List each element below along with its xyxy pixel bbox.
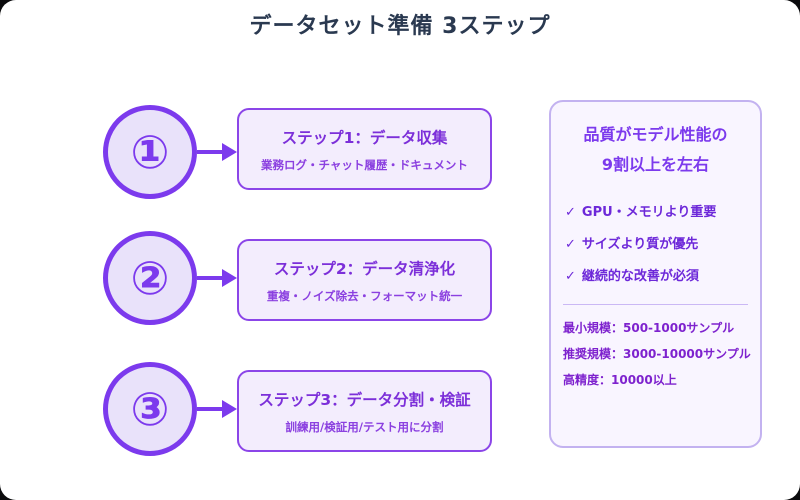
checklist-item: ✓ サイズより質が優先	[565, 233, 748, 252]
checklist-item-text: サイズより質が優先	[581, 237, 699, 253]
step-3-arrow-line	[197, 407, 223, 411]
step-3-subtitle: 訓練用/検証用/テスト用に分割	[285, 419, 444, 434]
step-2-box: ステップ2：データ清浄化 重複・ノイズ除去・フォーマット統一	[237, 239, 492, 321]
stat-high-accuracy: 高精度：10000以上	[563, 373, 677, 388]
step-3-circle: ③	[103, 362, 197, 456]
stat-recommended-scale: 推奨規模：3000-10000サンプル	[563, 347, 751, 362]
page-title: データセット準備 3ステップ	[249, 14, 551, 39]
step-1-circle: ①	[103, 105, 197, 199]
step-1-title: ステップ1：データ収集	[281, 128, 448, 147]
panel-divider	[563, 304, 748, 306]
step-1-box: ステップ1：データ収集 業務ログ・チャット履歴・ドキュメント	[237, 108, 492, 190]
quality-checklist: ✓ GPU・メモリより重要 ✓ サイズより質が優先 ✓ 継続的な改善が必須	[563, 201, 748, 284]
quality-title-line2: 9割以上を左右	[601, 154, 710, 174]
stat-min-scale: 最小規模：500-1000サンプル	[563, 321, 735, 336]
step-1-number: ①	[130, 125, 170, 179]
step-3-box: ステップ3：データ分割・検証 訓練用/検証用/テスト用に分割	[237, 370, 492, 452]
checklist-item-text: 継続的な改善が必須	[581, 269, 699, 285]
step-2-arrow-icon	[222, 269, 237, 287]
check-icon: ✓	[565, 237, 576, 253]
step-2-circle: ②	[103, 231, 197, 325]
checklist-item: ✓ 継続的な改善が必須	[565, 265, 748, 284]
step-1-arrow-icon	[222, 143, 237, 161]
check-icon: ✓	[565, 205, 576, 221]
step-2-title: ステップ2：データ清浄化	[273, 259, 456, 278]
step-3-arrow-icon	[222, 400, 237, 418]
step-2-subtitle: 重複・ノイズ除去・フォーマット統一	[266, 288, 463, 303]
check-icon: ✓	[565, 269, 576, 285]
step-2-number: ②	[130, 251, 170, 305]
sample-size-stats: 最小規模：500-1000サンプル 推奨規模：3000-10000サンプル 高精…	[563, 319, 751, 388]
quality-panel: 品質がモデル性能の 9割以上を左右 ✓ GPU・メモリより重要 ✓ サイズより質が優…	[549, 100, 762, 448]
quality-panel-title: 品質がモデル性能の 9割以上を左右	[563, 120, 748, 179]
step-3-number: ③	[130, 382, 170, 436]
checklist-item-text: GPU・メモリより重要	[581, 205, 717, 221]
checklist-item: ✓ GPU・メモリより重要	[565, 201, 748, 220]
quality-title-line1: 品質がモデル性能の	[583, 125, 728, 144]
step-1-subtitle: 業務ログ・チャット履歴・ドキュメント	[261, 157, 468, 172]
step-3-title: ステップ3：データ分割・検証	[258, 390, 471, 409]
step-2-arrow-line	[197, 276, 223, 280]
step-1-arrow-line	[197, 150, 223, 154]
